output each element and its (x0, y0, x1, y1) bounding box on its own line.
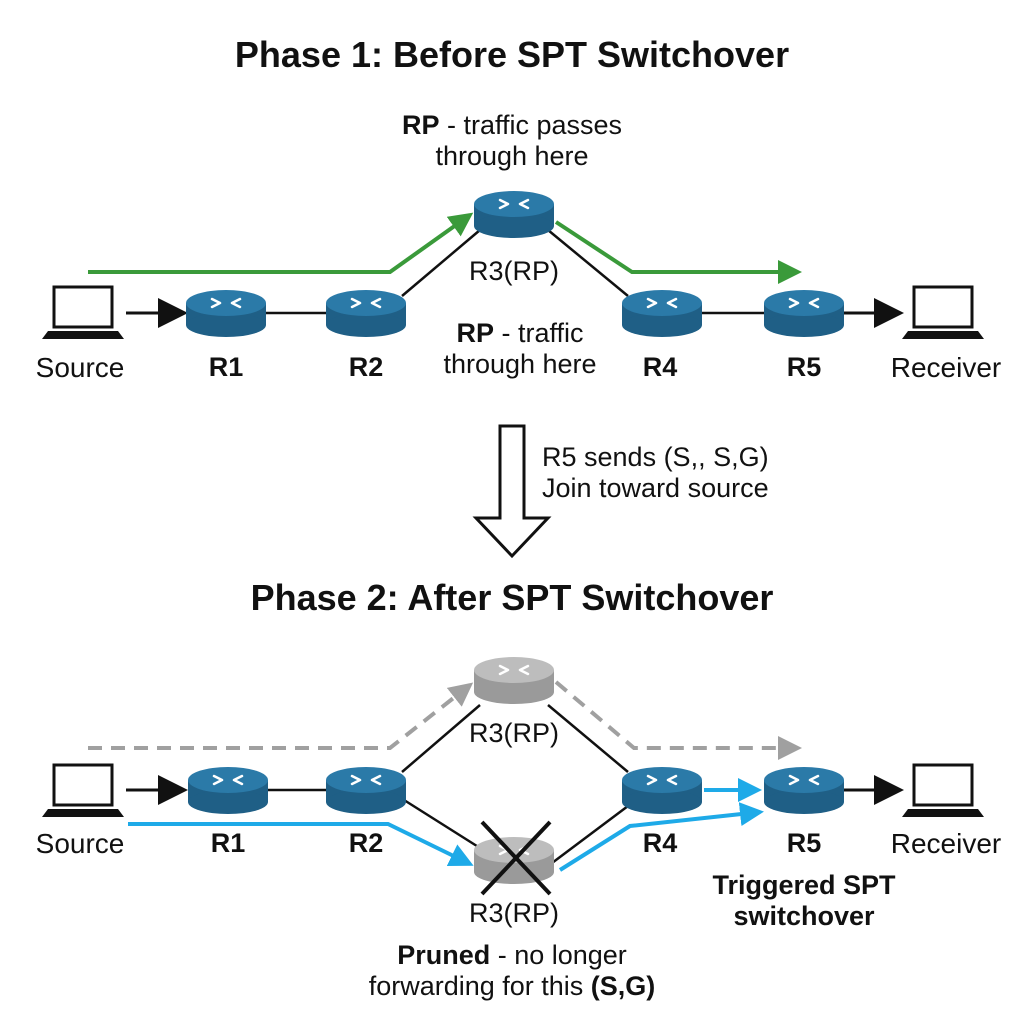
rp-note-top-rest: - traffic passes (439, 110, 623, 140)
rp-note-middle-bold: RP (456, 318, 494, 348)
router-icon (622, 290, 702, 337)
node-label-r1: R1 (210, 828, 246, 858)
gray-shared-tree-path (88, 682, 474, 750)
node-label-r1: R1 (208, 352, 244, 382)
node-label-source: Source (35, 352, 125, 383)
phase1-title: Phase 1: Before SPT Switchover (234, 34, 790, 75)
rp-note-middle: RP - traffic through here (320, 318, 720, 380)
rp-note-top-line2: through here (435, 141, 589, 172)
router-icon (188, 767, 268, 814)
laptop-icon (42, 285, 124, 339)
transition-note-line2: Join toward source (542, 473, 769, 504)
node-label-r4: R4 (642, 828, 678, 858)
router-icon (474, 191, 554, 238)
link-r3-upper-r4 (547, 704, 629, 773)
blue-spt-path (128, 822, 474, 867)
router-icon (326, 767, 406, 814)
rp-note-middle-line2: through here (443, 349, 597, 380)
router-icon (474, 657, 554, 704)
rp-note-top: RP - traffic passes through here (312, 110, 712, 172)
transition-note-line1: R5 sends (S,, S,G) (542, 442, 769, 472)
router-icon (186, 290, 266, 337)
node-label-r4: R4 (642, 352, 678, 382)
node-label-r3: R3(RP) (468, 256, 559, 286)
phase2-links (126, 704, 904, 867)
phase1-links (126, 229, 904, 328)
cross-icon (480, 820, 552, 896)
link-r3-r4 (547, 229, 629, 297)
rp-note-top-bold: RP (401, 110, 440, 140)
green-shared-tree-path (88, 212, 474, 274)
node-label-r5: R5 (786, 828, 822, 858)
node-label-r3-lower: R3(RP) (468, 898, 559, 928)
node-label-r3-upper: R3(RP) (468, 718, 559, 748)
laptop-icon (902, 285, 984, 339)
gray-shared-tree-path-downstream (554, 680, 802, 760)
trigger-note: Triggered SPT switchover (704, 870, 904, 932)
router-icon (326, 290, 406, 337)
link-r2-r3-upper (401, 704, 481, 773)
pruned-note-bold: Pruned (397, 940, 491, 970)
laptop-icon (42, 763, 124, 817)
node-label-r2: R2 (348, 828, 384, 858)
node-label-receiver: Receiver (890, 828, 1002, 859)
node-label-r5: R5 (786, 352, 822, 382)
node-label-r2: R2 (348, 352, 384, 382)
link-r3-lower-r4 (547, 805, 629, 867)
pruned-note-rest: - no longer (490, 940, 627, 970)
router-icon (622, 767, 702, 814)
phase2-title: Phase 2: After SPT Switchover (250, 577, 774, 618)
green-shared-tree-path-downstream (554, 220, 802, 284)
trigger-note-line2: switchover (733, 901, 875, 932)
pruned-note-line2-bold: (S,G) (590, 971, 656, 1002)
router-icon (764, 290, 844, 337)
node-label-source: Source (35, 828, 125, 859)
pruned-note-line2-pre: forwarding for this (368, 971, 591, 1002)
rp-note-middle-rest: - traffic (493, 318, 584, 348)
link-r2-r3-lower (403, 798, 481, 850)
laptop-icon (902, 763, 984, 817)
link-r2-r3 (401, 229, 481, 297)
trigger-note-line1: Triggered SPT (712, 870, 896, 900)
blue-spt-path-to-r5 (558, 802, 764, 872)
router-icon (764, 767, 844, 814)
router-icon (474, 837, 554, 884)
down-arrow-icon (472, 424, 552, 559)
transition-note: R5 sends (S,, S,G) Join toward source (542, 442, 769, 504)
pruned-note: Pruned - no longer forwarding for this (… (262, 940, 762, 1002)
node-label-receiver: Receiver (890, 352, 1002, 383)
